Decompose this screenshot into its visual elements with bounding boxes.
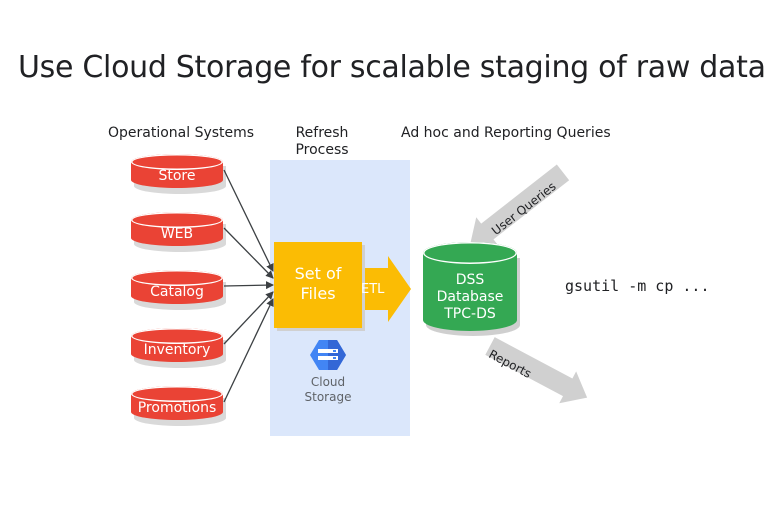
flow-arrow-web [223, 227, 274, 279]
db-top [131, 386, 223, 402]
db-top [131, 328, 223, 344]
dss-top [423, 242, 517, 264]
db-top [131, 154, 223, 170]
dss-label-line-2: Database [436, 289, 504, 305]
user-queries-arrow [470, 164, 570, 246]
operational-systems-header: Operational Systems [108, 125, 255, 141]
dss-label-line-1: DSS [455, 272, 485, 288]
source-db-label: WEB [160, 226, 194, 242]
flow-arrow-promotions [223, 298, 274, 403]
refresh-process-header: Refresh Process [290, 125, 354, 159]
cloud-storage-line-1: Cloud [310, 375, 346, 389]
etl-arrow [362, 256, 411, 322]
cloud-storage-line-2: Storage [304, 390, 352, 404]
files-label-line-1: Set of [294, 264, 342, 283]
etl-label: ETL [361, 282, 385, 297]
dss-body [423, 253, 517, 331]
set-of-files-box: Set of Files [274, 242, 362, 328]
flow-arrow-catalog [223, 281, 274, 290]
dss-database: DSS Database TPC-DS [423, 242, 520, 336]
flow-arrow-inventory [223, 291, 274, 345]
cloud-storage-icon [310, 340, 346, 370]
slide-title: Use Cloud Storage for scalable staging o… [18, 50, 766, 85]
source-db-web: WEB [131, 212, 226, 252]
cloud-storage-label: Cloud Storage [298, 375, 358, 405]
source-db-catalog: Catalog [131, 270, 226, 310]
reports-arrow [485, 337, 588, 404]
source-db-promotions: Promotions [131, 386, 226, 426]
gsutil-command: gsutil -m cp ... [565, 277, 710, 295]
source-db-label: Inventory [143, 342, 211, 358]
source-db-label: Promotions [137, 400, 217, 416]
db-top [131, 212, 223, 228]
dss-label: DSS Database TPC-DS [423, 272, 517, 323]
files-label-line-2: Files [300, 284, 336, 303]
dss-label-line-3: TPC-DS [444, 306, 496, 322]
refresh-header-line-1: Refresh [295, 125, 349, 141]
adhoc-queries-header: Ad hoc and Reporting Queries [401, 125, 611, 141]
refresh-header-line-2: Process [295, 142, 349, 158]
source-db-label: Store [158, 168, 196, 184]
db-top [131, 270, 223, 286]
source-db-store: Store [131, 154, 226, 194]
source-db-inventory: Inventory [131, 328, 226, 368]
flow-arrow-store [223, 169, 274, 272]
source-db-label: Catalog [150, 284, 204, 300]
set-of-files-label: Set of Files [274, 264, 362, 304]
